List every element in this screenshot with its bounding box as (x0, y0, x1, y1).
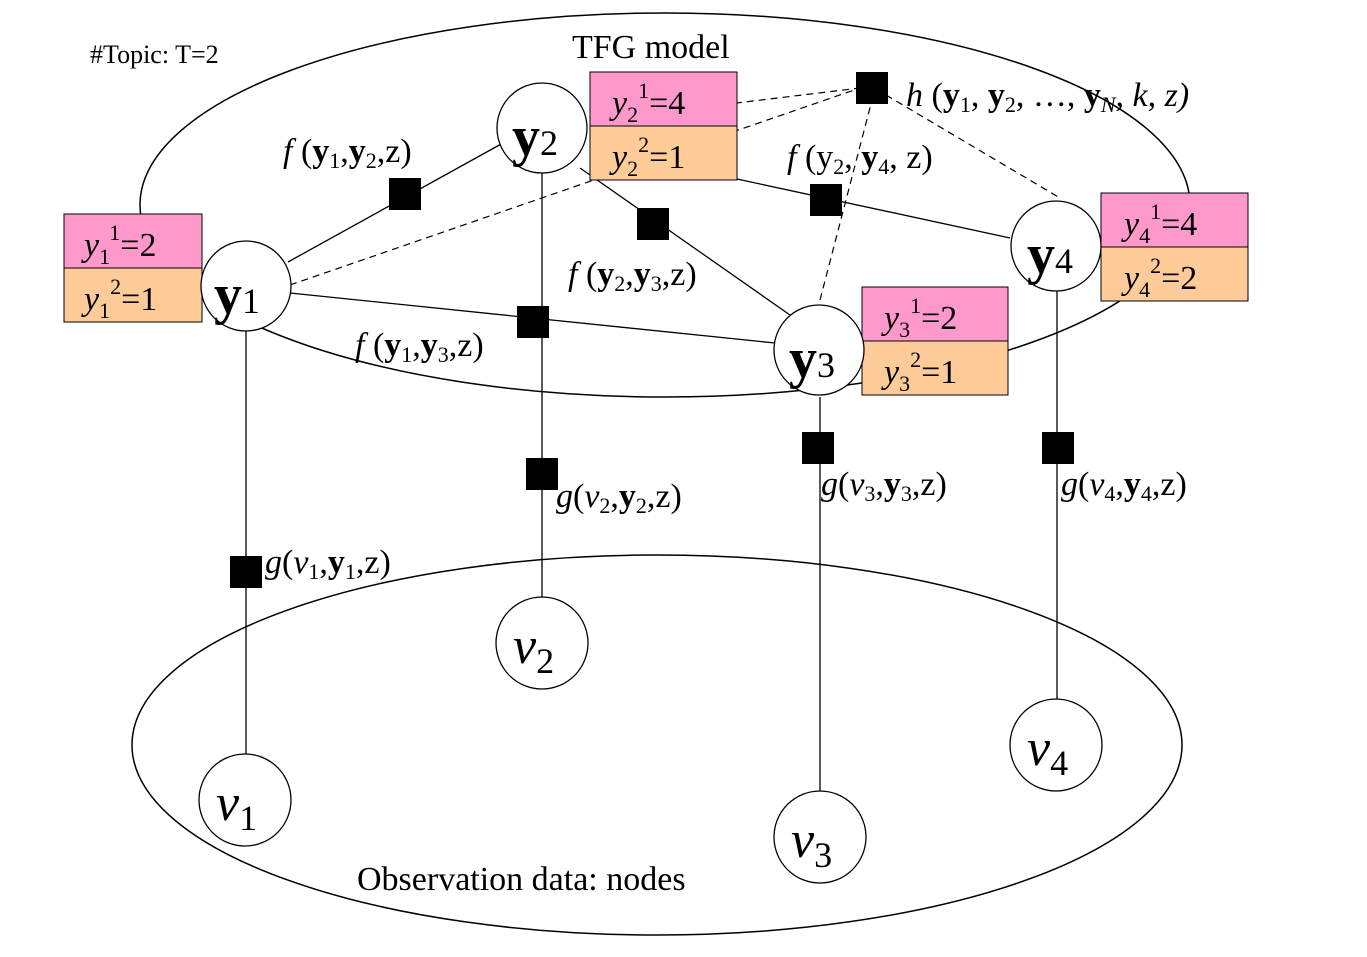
label-f12: f (y1,y2,z) (283, 133, 412, 173)
label-g4: g(v4,y4,z) (1061, 466, 1187, 506)
latent-node-y3: y3 (773, 304, 865, 396)
label-f23: f (y2,y3,z) (568, 256, 697, 296)
label-g3: g(v3,y3,z) (821, 466, 947, 506)
topic-y4-t2: y42=2 (1121, 253, 1197, 302)
svg-text:y2: y2 (512, 106, 558, 168)
factor-g1 (230, 556, 262, 588)
topic-y1-t1: y11=2 (81, 220, 156, 269)
h-factor-edges (289, 87, 1061, 301)
observation-title: Observation data: nodes (357, 861, 686, 898)
latent-node-y1: y1 (200, 240, 292, 332)
factor-f24 (810, 184, 842, 216)
latent-node-y4: y4 (1010, 200, 1102, 292)
topic-y4-t1: y41=4 (1121, 199, 1197, 248)
factor-f13 (517, 306, 549, 338)
svg-text:v4: v4 (1027, 720, 1068, 783)
topic-y3-t2: y32=1 (881, 347, 957, 396)
factor-f12 (389, 178, 421, 210)
observation-layer-ellipse (131, 554, 1183, 936)
model-layer-ellipse (139, 12, 1191, 398)
topic-box-y1 (63, 213, 203, 323)
svg-text:v3: v3 (791, 812, 832, 875)
topic-box-y3 (861, 286, 1009, 396)
topic-y2-t2: y22=1 (609, 132, 685, 181)
svg-text:y1: y1 (214, 264, 260, 326)
topic-box-y2 (589, 71, 738, 181)
observed-node-v2: v2 (495, 596, 589, 690)
svg-text:y4: y4 (1027, 224, 1073, 286)
topic-y3-t1: y31=2 (881, 293, 957, 342)
label-f24: f (y2, y4, z) (787, 139, 933, 179)
label-h: h (y1, y2, …, yN, k, z) (906, 77, 1189, 117)
model-title: TFG model (572, 29, 730, 66)
factor-g4 (1042, 432, 1074, 464)
svg-text:v2: v2 (513, 618, 554, 681)
factor-squares (230, 72, 1074, 588)
topic-count-label: #Topic: T=2 (90, 40, 219, 69)
observed-node-v4: v4 (1009, 698, 1103, 792)
factor-f23 (637, 208, 669, 240)
factor-g3 (802, 432, 834, 464)
label-f13: f (y1,y3,z) (355, 327, 484, 367)
topic-y2-t1: y21=4 (609, 78, 685, 127)
factor-h (856, 72, 888, 104)
label-g1: g(v1,y1,z) (265, 544, 391, 584)
svg-text:y3: y3 (789, 328, 835, 390)
observed-node-v1: v1 (198, 753, 292, 847)
topic-box-y4 (1100, 192, 1249, 302)
topic-y1-t2: y12=1 (81, 274, 157, 323)
svg-text:v1: v1 (216, 775, 257, 838)
label-g2: g(v2,y2,z) (556, 478, 682, 518)
latent-node-y2: y2 (496, 82, 588, 174)
factor-g2 (526, 458, 558, 490)
observed-node-v3: v3 (773, 790, 867, 884)
